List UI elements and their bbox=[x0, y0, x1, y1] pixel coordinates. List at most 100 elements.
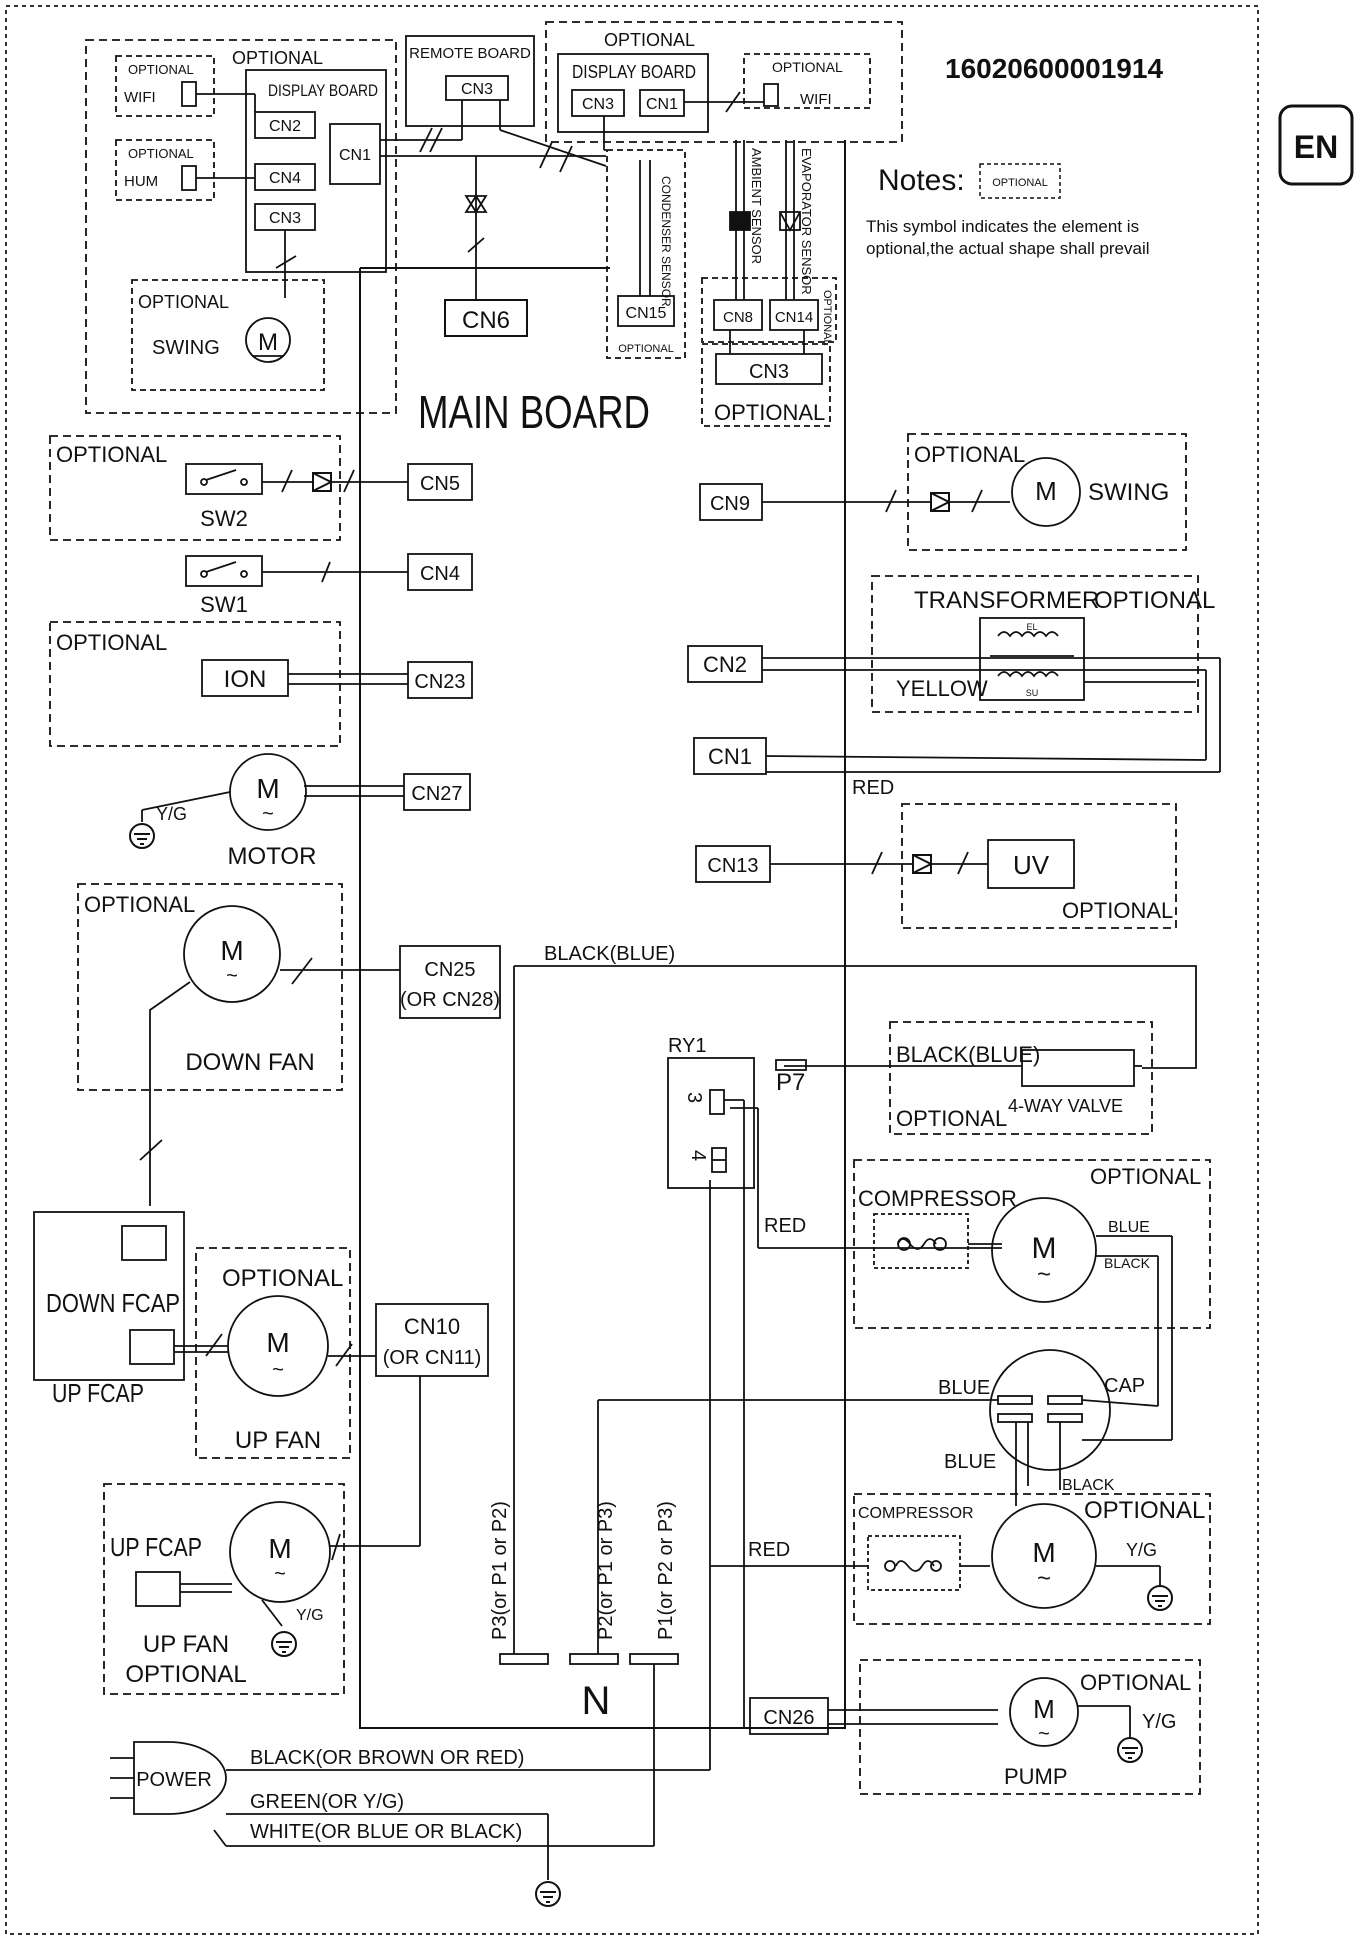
cn10-alt: (OR CN11) bbox=[383, 1347, 482, 1369]
motor-yg: Y/G bbox=[156, 804, 187, 824]
sensor-cn3: CN3 bbox=[749, 361, 789, 383]
up-fan-motor-icon: M bbox=[266, 1327, 289, 1358]
condenser-optional: OPTIONAL bbox=[618, 343, 674, 355]
swing-left-optional: OPTIONAL bbox=[138, 292, 229, 312]
ry1-pin-3: 3 bbox=[683, 1092, 705, 1103]
up-fan-2-label: UP FAN bbox=[143, 1631, 229, 1658]
up-fan-2-fcap-label: UP FCAP bbox=[110, 1532, 202, 1562]
swing-right-motor-icon: M bbox=[1035, 476, 1057, 506]
compressor-bottom-motor-icon: M bbox=[1032, 1537, 1055, 1568]
svg-text:~: ~ bbox=[1038, 1723, 1050, 1745]
display-board-left-label: DISPLAY BOARD bbox=[268, 81, 378, 100]
display-left-cn4: CN4 bbox=[269, 170, 301, 187]
display-board-right-optional: OPTIONAL bbox=[604, 30, 695, 50]
terminal-p2: P2(or P1 or P3) bbox=[595, 1501, 617, 1640]
swing-right-label: SWING bbox=[1088, 479, 1169, 506]
connector-cn15: CN15 bbox=[626, 305, 667, 322]
cap-blue-top: BLUE bbox=[938, 1377, 990, 1399]
notes-label: Notes: bbox=[878, 164, 965, 197]
connector-cn23: CN23 bbox=[414, 671, 465, 693]
remote-board-cn3: CN3 bbox=[461, 81, 493, 98]
wifi-left-optional: OPTIONAL bbox=[128, 62, 194, 77]
pump-optional: OPTIONAL bbox=[1080, 1670, 1191, 1695]
notes: Notes: OPTIONAL This symbol indicates th… bbox=[866, 163, 1150, 258]
valve-label: 4-WAY VALVE bbox=[1008, 1096, 1123, 1116]
swing-right-optional: OPTIONAL bbox=[914, 442, 1025, 467]
uv-optional: OPTIONAL bbox=[1062, 898, 1173, 923]
compressor-bottom-red: RED bbox=[748, 1539, 790, 1561]
transformer-label: TRANSFORMER bbox=[914, 587, 1099, 614]
connector-cn9: CN9 bbox=[710, 493, 750, 515]
display-board-right-label: DISPLAY BOARD bbox=[572, 62, 696, 82]
connector-cn4: CN4 bbox=[420, 563, 460, 585]
neutral-label: N bbox=[582, 1679, 611, 1723]
connector-cn10: CN10 bbox=[404, 1314, 460, 1339]
sw2-optional: OPTIONAL bbox=[56, 442, 167, 467]
down-fcap-label: DOWN FCAP bbox=[46, 1288, 180, 1318]
up-fan-optional: OPTIONAL bbox=[222, 1265, 343, 1292]
language-badge-text: EN bbox=[1294, 129, 1338, 165]
motor-icon: M bbox=[256, 773, 279, 804]
connector-cn2: CN2 bbox=[703, 652, 747, 677]
pump-yg: Y/G bbox=[1142, 1711, 1176, 1733]
connector-cn6-label: CN6 bbox=[462, 307, 510, 334]
connector-cn6 bbox=[444, 299, 528, 337]
wifi-right-label: WIFI bbox=[800, 91, 832, 108]
display-right-cn3: CN3 bbox=[582, 96, 614, 113]
connector-cn1: CN1 bbox=[708, 744, 752, 769]
uv-label: UV bbox=[1013, 850, 1050, 880]
notes-line-2: optional,the actual shape shall prevail bbox=[866, 239, 1150, 258]
display-left-cn2: CN2 bbox=[269, 118, 301, 135]
evaporator-sensor-label: EVAPORATOR SENSOR bbox=[799, 148, 814, 295]
swing-left-label: SWING bbox=[152, 337, 220, 359]
compressor-top-black: BLACK bbox=[1104, 1255, 1151, 1271]
main-board-label: MAIN BOARD bbox=[418, 386, 650, 438]
ambient-sensor-label: AMBIENT SENSOR bbox=[749, 148, 764, 264]
ry1-pin-4: 4 bbox=[687, 1150, 709, 1161]
transformer-su: SU bbox=[1026, 688, 1039, 698]
compressor-top-blue: BLUE bbox=[1108, 1219, 1150, 1236]
compressor-top-red: RED bbox=[764, 1215, 806, 1237]
compressor-top-label: COMPRESSOR bbox=[858, 1186, 1017, 1211]
pump-label: PUMP bbox=[1004, 1764, 1068, 1789]
display-board-left-optional: OPTIONAL bbox=[232, 48, 323, 68]
sw1-label: SW1 bbox=[200, 592, 248, 617]
page-border bbox=[5, 5, 1259, 1935]
power-wire-green: GREEN(OR Y/G) bbox=[250, 1791, 404, 1813]
wifi-right-optional: OPTIONAL bbox=[772, 59, 843, 75]
wifi-left-label: WIFI bbox=[124, 89, 156, 106]
cn25-alt: (OR CN28) bbox=[400, 989, 500, 1011]
ry1-label: RY1 bbox=[668, 1035, 707, 1057]
down-fan-motor-icon: M bbox=[220, 935, 243, 966]
cap-label: CAP bbox=[1104, 1375, 1145, 1397]
down-fan-label: DOWN FAN bbox=[185, 1049, 314, 1076]
terminal-p1: P1(or P2 or P3) bbox=[655, 1501, 677, 1640]
hum-optional: OPTIONAL bbox=[128, 146, 194, 161]
pump-motor-icon: M bbox=[1033, 1694, 1055, 1724]
p7-label: P7 bbox=[776, 1069, 805, 1096]
display-board-group-right bbox=[545, 21, 903, 151]
transformer-optional: OPTIONAL bbox=[1094, 587, 1215, 614]
ion-optional: OPTIONAL bbox=[56, 630, 167, 655]
up-fcap-label: UP FCAP bbox=[52, 1378, 144, 1408]
up-fan-2-motor-icon: M bbox=[268, 1533, 291, 1564]
compressor-bottom-optional: OPTIONAL bbox=[1084, 1497, 1205, 1524]
compressor-top-motor-icon: M bbox=[1032, 1232, 1057, 1265]
main-board bbox=[359, 140, 846, 1729]
display-board-group-left bbox=[85, 39, 397, 414]
notes-line-1: This symbol indicates the element is bbox=[866, 217, 1139, 236]
cn3-optional: OPTIONAL bbox=[714, 400, 825, 425]
connector-cn27: CN27 bbox=[411, 783, 462, 805]
condenser-sensor-group bbox=[606, 149, 686, 359]
svg-text:~: ~ bbox=[262, 803, 274, 825]
connector-cn26: CN26 bbox=[763, 1707, 814, 1729]
power-section bbox=[110, 1653, 711, 1880]
display-left-cn3: CN3 bbox=[269, 210, 301, 227]
notes-optional-tag: OPTIONAL bbox=[992, 177, 1048, 189]
condenser-sensor-label: CONDENSER SENSOR bbox=[659, 176, 673, 307]
connector-cn5: CN5 bbox=[420, 473, 460, 495]
svg-text:~: ~ bbox=[1037, 1565, 1051, 1592]
down-fan-optional: OPTIONAL bbox=[84, 892, 195, 917]
remote-board-label: REMOTE BOARD bbox=[409, 45, 531, 62]
